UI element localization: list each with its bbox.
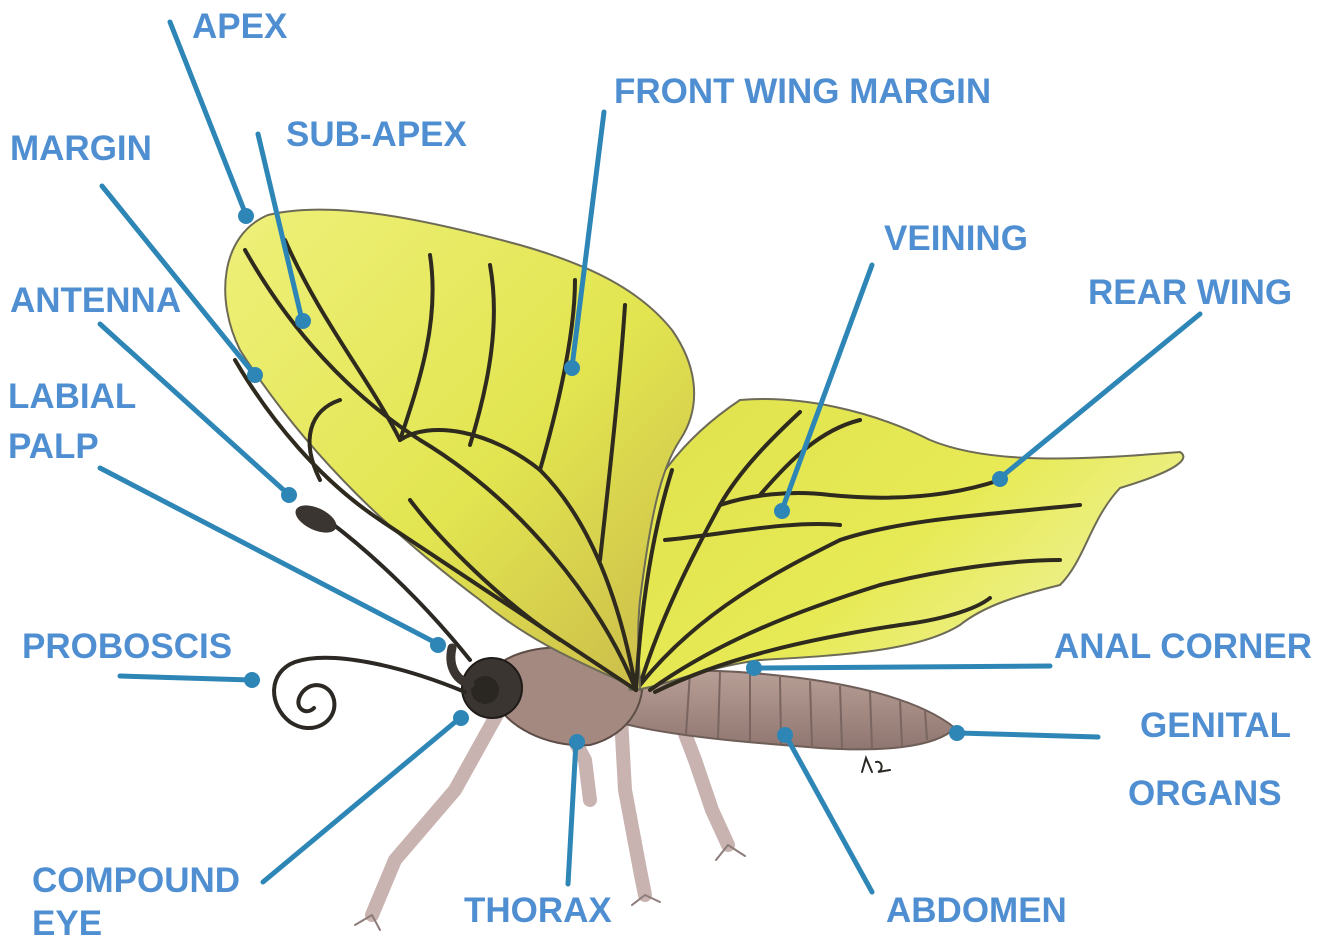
label-sub-apex: SUB-APEX	[286, 115, 468, 154]
antenna-club	[291, 500, 340, 539]
label-margin: MARGIN	[10, 129, 152, 168]
label-thorax: THORAX	[464, 891, 612, 930]
label-veining: VEINING	[884, 219, 1028, 258]
label-antenna: ANTENNA	[10, 281, 181, 320]
leader-anal-corner	[746, 660, 1050, 676]
leader-proboscis	[120, 672, 260, 688]
label-apex: APEX	[192, 7, 288, 46]
label-labial-palp-line1: LABIAL	[8, 377, 136, 416]
label-anal-corner: ANAL CORNER	[1054, 627, 1312, 666]
leader-abdomen	[777, 727, 872, 892]
label-compound-eye-line1: COMPOUND	[32, 861, 240, 900]
front-wing-shape	[225, 210, 694, 690]
butterfly-illustration	[225, 210, 1183, 930]
label-front-wing-margin: FRONT WING MARGIN	[614, 72, 991, 111]
label-abdomen: ABDOMEN	[886, 891, 1067, 930]
label-proboscis: PROBOSCIS	[22, 627, 232, 666]
proboscis	[274, 658, 465, 728]
label-rear-wing: REAR WING	[1088, 273, 1292, 312]
leader-apex	[170, 22, 254, 224]
label-compound-eye-line2: EYE	[32, 904, 102, 943]
label-genital-organs-line1: GENITAL	[1140, 706, 1291, 745]
label-genital-organs-line2: ORGANS	[1128, 774, 1282, 813]
label-labial-palp-line2: PALP	[8, 427, 99, 466]
leader-compound-eye	[263, 710, 469, 882]
compound-eye	[471, 676, 499, 704]
leader-genital-organs	[949, 725, 1098, 741]
artist-signature	[862, 758, 890, 772]
